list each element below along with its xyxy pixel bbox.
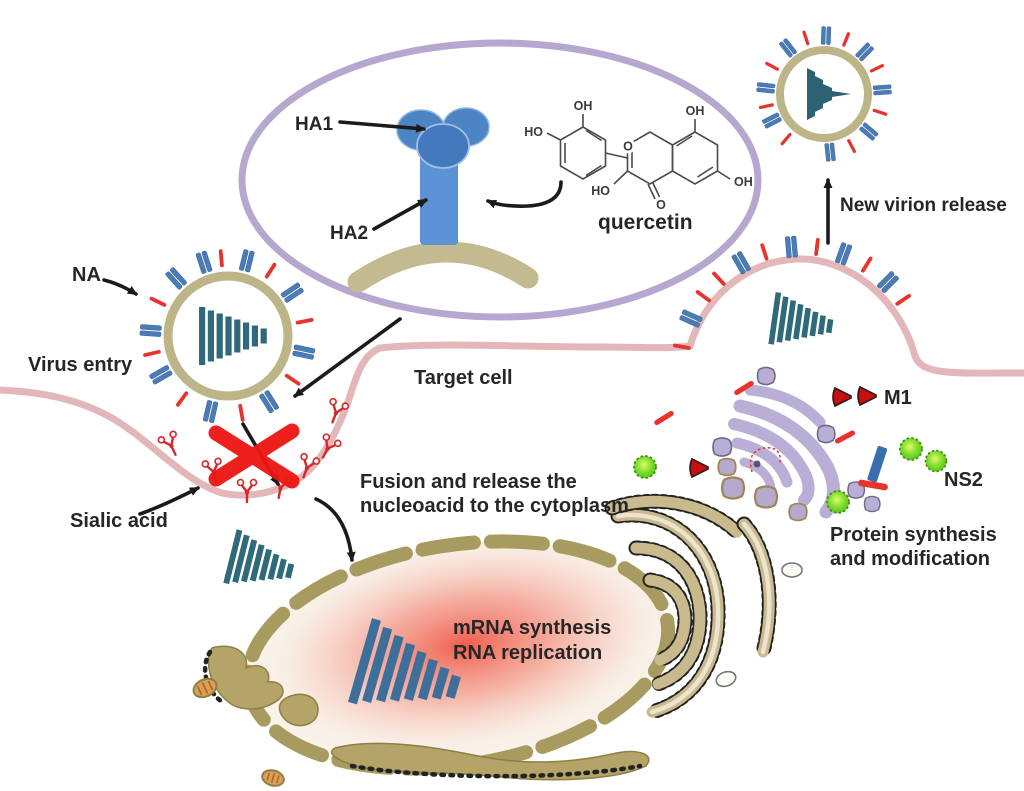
golgi-cargo-outline	[749, 446, 781, 473]
nuclear-envelope-extension	[207, 645, 284, 710]
mitochondrion	[192, 677, 218, 699]
rough-er	[604, 493, 803, 720]
oh-label: OH	[734, 175, 753, 189]
vesicle	[788, 502, 808, 522]
vesicle	[720, 476, 746, 500]
mrna-synthesis-label: mRNA synthesis	[453, 617, 611, 639]
nucleus	[192, 534, 676, 787]
vesicle	[712, 437, 733, 457]
sialic-acid-label: Sialic acid	[70, 510, 168, 532]
ha1-label: HA1	[295, 114, 333, 135]
virion-entering	[139, 249, 316, 424]
mitochondrion	[261, 769, 285, 787]
fusion-label-line2: nucleoacid to the cytoplasm	[360, 495, 629, 517]
vesicle	[863, 495, 881, 513]
rnp-complex-budding	[768, 292, 837, 353]
ho-label: HO	[524, 125, 543, 139]
fusion-to-nucleus-arrow	[314, 497, 356, 562]
ho-label: HO	[591, 184, 610, 198]
ha2-label: HA2	[330, 223, 368, 244]
fusion-label-line1: Fusion and release the	[360, 471, 577, 493]
ns2-label: NS2	[944, 469, 983, 491]
virion-released	[756, 26, 892, 162]
viral-membrane-arc	[347, 241, 539, 293]
ketone-oxygen-label: O	[656, 198, 666, 212]
rna-replication-label: RNA replication	[453, 642, 602, 664]
quercetin-structure: O OH HO OH OH HO O	[524, 99, 753, 212]
na-label: NA	[72, 264, 101, 286]
ha1-head	[396, 107, 490, 169]
ha-quercetin-inset: O OH HO OH OH HO O HA1 HA2 quercetin	[238, 39, 762, 321]
ha-na-packaging-complex	[858, 446, 888, 491]
nuclear-envelope-extension	[278, 693, 319, 727]
vesicle	[781, 562, 803, 578]
ha1-arrow	[338, 120, 426, 133]
rnp-core	[807, 68, 851, 120]
inset-to-virion-arrow	[293, 317, 402, 398]
ha2-stalk	[420, 150, 458, 245]
sialic-acid-arrow	[138, 486, 200, 516]
vesicle	[756, 366, 776, 386]
target-cell-label: Target cell	[414, 367, 513, 389]
vesicle	[753, 485, 779, 509]
vesicle	[816, 424, 836, 444]
protein-synthesis-label-line2: and modification	[830, 548, 990, 570]
virus-entry-label: Virus entry	[28, 354, 133, 376]
protein-synthesis-label-line1: Protein synthesis	[830, 524, 997, 546]
m1-label: M1	[884, 387, 912, 409]
vesicle	[753, 460, 761, 468]
rnp-complex-cytoplasm	[223, 529, 300, 599]
cell-membrane	[0, 255, 1024, 499]
oh-label: OH	[574, 99, 593, 113]
vesicle	[717, 457, 737, 477]
oh-label: OH	[686, 104, 705, 118]
inhibition-x-mark	[208, 423, 300, 489]
na-arrow	[102, 278, 138, 296]
vesicle	[713, 668, 739, 690]
quercetin-label: quercetin	[598, 211, 693, 234]
new-virion-release-label: New virion release	[840, 195, 1007, 216]
ribosome-dots	[349, 763, 643, 779]
quercetin-target-arrow	[486, 180, 563, 209]
ha2-arrow	[372, 198, 428, 231]
ring-oxygen-label: O	[623, 140, 633, 154]
